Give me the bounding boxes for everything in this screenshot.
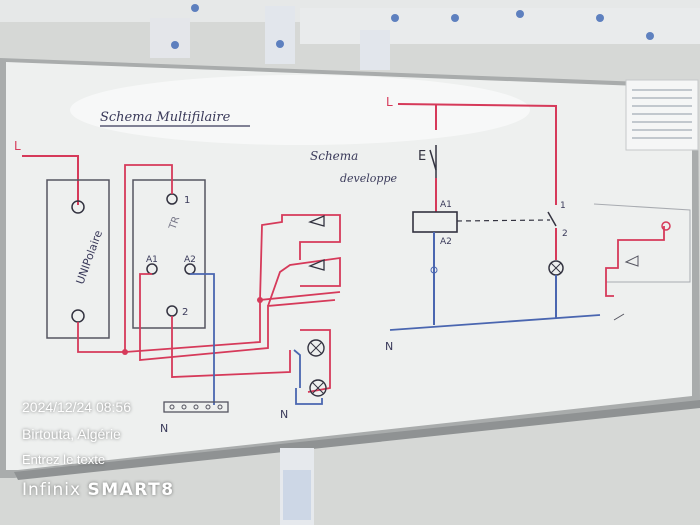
printed-sheet [625,79,699,151]
label-neutral-left: N [160,422,168,435]
label-phase-right: L [386,95,393,109]
developpe-diagram: L E A1 A2 1 2 N [385,95,601,353]
label-phase-left: L [14,139,21,153]
photo-note: Entrez le texte [22,452,106,467]
title-mid-2: developpe [340,172,397,185]
svg-text:2: 2 [182,307,188,318]
brand-name: Infinix [22,480,82,500]
photo-datetime: 2024/12/24 08:56 [22,399,131,415]
lamp-group-left [307,339,327,397]
title-left: Schema Multifilaire [100,110,231,125]
erased-sketch [593,203,691,321]
telerupteur-label: TR [167,215,182,232]
wall-posters [0,0,700,70]
telerupteur-box [132,179,206,329]
multifilaire-diagram: L UNIPolaire TR 1 A1 A2 2 [14,139,341,435]
svg-text:N: N [280,408,288,421]
svg-text:A1: A1 [440,200,452,210]
whiteboard [6,62,692,470]
svg-text:2: 2 [562,229,568,239]
svg-text:A2: A2 [440,237,452,247]
board-tray [14,400,700,480]
svg-text:A1: A1 [146,255,158,265]
svg-text:1: 1 [560,201,566,211]
label-neutral-right: N [385,340,393,353]
model-name: SMART8 [87,480,175,500]
terminal-block [163,401,229,413]
photo-location: Birtouta, Algérie [22,426,121,442]
board-glare [70,75,530,145]
camera-brand-watermark: Infinix SMART8 [22,480,175,500]
svg-text:1: 1 [184,195,190,206]
svg-text:A2: A2 [184,255,196,265]
title-mid-1: Schema [310,149,358,163]
switch-label: E [418,149,426,164]
